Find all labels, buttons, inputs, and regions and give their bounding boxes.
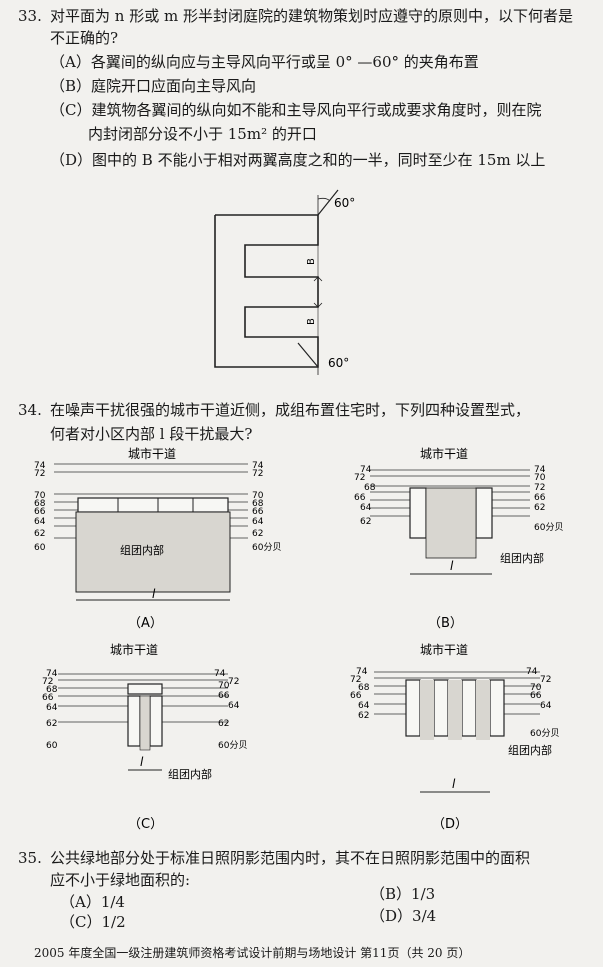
q34-stem-line1: 在噪声干扰很强的城市干道近侧，成组布置住宅时，下列四种设置型式， [50,401,531,419]
q35-stem-line1: 公共绿地部分处于标准日照阴影范围内时，其不在日照阴影范围中的面积 [50,849,531,867]
db-label-a: 60分贝 [252,542,281,553]
inside-label-d: 组团内部 [508,743,552,757]
q33-angle-top: 60° [334,196,355,210]
l-label-a: l [152,587,156,601]
level-70-d-r: 70 [530,683,542,693]
road-label-c: 城市干道 [110,642,158,657]
q35-stem-line2: 应不小于绿地面积的: [50,871,191,889]
level-72-a: 72 [34,469,45,479]
q33-b-label-upper: B [306,258,317,265]
q33-number: 33. [18,7,42,25]
level-64-c-r: 64 [228,701,240,711]
q35-option-b: （B）1/3 [370,885,436,903]
inside-label-b: 组团内部 [500,551,544,565]
level-72-b: 72 [354,473,365,483]
caption-b: （B） [428,616,463,631]
q33-stem-line2: 不正确的? [50,29,119,47]
level-66-c-r: 66 [218,691,230,701]
level-66-a: 66 [34,507,46,517]
q33-option-c-line1: （C）建筑物各翼间的纵向如不能和主导风向平行或成要求角度时，则在院 [50,101,542,119]
road-label-d: 城市干道 [420,642,468,657]
level-74-a: 74 [34,461,46,471]
level-70-c-r: 70 [218,681,230,691]
inside-label-c: 组团内部 [168,767,212,781]
db-label-c: 60分贝 [218,740,247,751]
level-62-c: 62 [46,719,57,729]
level-62-b: 62 [360,517,371,527]
q34-diagram-b: 城市干道 l 组团内部 74 72 68 66 64 62 74 70 72 6… [354,446,563,631]
level-72-c-r: 72 [228,677,239,687]
level-62-a-r: 62 [252,529,263,539]
q33-angle-bottom: 60° [328,356,349,370]
q34-diagram-d: 城市干道 l 组团内部 74 72 68 66 64 62 74 72 70 6… [350,642,559,832]
level-72-c: 72 [42,677,53,687]
level-68-d: 68 [358,683,370,693]
level-66-a-r: 66 [252,507,264,517]
level-66-b: 66 [354,493,366,503]
q34-diagram-a: 城市干道 组团内部 l 74 72 70 68 66 64 62 60 74 7… [34,446,281,631]
level-60-c: 60 [46,741,58,751]
road-label-a: 城市干道 [128,446,176,461]
level-74-c-r: 74 [214,669,226,679]
level-66-d-r: 66 [530,691,542,701]
level-74-a-r: 74 [252,461,264,471]
q33-building-diagram: 60° 60° B B [214,189,355,375]
level-60-a: 60 [34,543,46,553]
q34-stem-line2: 何者对小区内部 l 段干扰最大? [50,425,253,443]
level-62-c-r: 62 [218,719,229,729]
level-62-b-r: 62 [534,503,545,513]
db-label-d: 60分贝 [530,728,559,739]
level-74-b-r: 74 [534,465,546,475]
page-footer: 2005 年度全国一级注册建筑师资格考试设计前期与场地设计 第11页（共 20 … [34,946,471,960]
level-64-a-r: 64 [252,517,264,527]
level-64-d: 64 [358,701,370,711]
q34-diagram-c: 城市干道 l 组团内部 74 72 68 66 64 62 60 74 72 7… [42,642,247,832]
level-64-a: 64 [34,517,46,527]
level-74-d: 74 [356,667,368,677]
q33-option-c-line2: 内封闭部分设不小于 15m² 的开口 [88,125,317,143]
level-66-d: 66 [350,691,362,701]
q33-option-b: （B）庭院开口应面向主导风向 [50,77,257,95]
level-74-c: 74 [46,669,58,679]
q33-b-label-lower: B [306,318,317,325]
q35-option-d: （D）3/4 [370,907,437,925]
level-70-b-r: 70 [534,473,546,483]
level-64-d-r: 64 [540,701,552,711]
level-70-a-r: 70 [252,491,264,501]
caption-a: （A） [128,616,163,631]
caption-c: （C） [128,817,163,832]
q33-stem-line1: 对平面为 n 形或 m 形半封闭庭院的建筑物策划时应遵守的原则中，以下何者是 [50,7,573,25]
level-62-d: 62 [358,711,369,721]
level-66-b-r: 66 [534,493,546,503]
l-label-c: l [140,755,144,769]
level-68-a: 68 [34,499,46,509]
q35-option-c: （C）1/2 [60,913,126,931]
q33-option-d: （D）图中的 B 不能小于相对两翼高度之和的一半，同时至少在 15m 以上 [50,151,546,169]
level-72-d: 72 [350,675,361,685]
level-64-c: 64 [46,703,58,713]
inside-label-a: 组团内部 [120,543,164,557]
q35-number: 35. [18,849,42,867]
level-74-d-r: 74 [526,667,538,677]
caption-d: （D） [432,817,468,832]
level-68-c: 68 [46,685,58,695]
db-label-b: 60分贝 [534,522,563,533]
q35-option-a: （A）1/4 [60,893,125,911]
level-68-b: 68 [364,483,376,493]
l-label-b: l [450,559,454,573]
level-62-a: 62 [34,529,45,539]
road-label-b: 城市干道 [420,446,468,461]
level-70-a: 70 [34,491,46,501]
level-64-b: 64 [360,503,372,513]
level-68-a-r: 68 [252,499,264,509]
level-74-b: 74 [360,465,372,475]
q33-option-a: （A）各翼间的纵向应与主导风向平行或呈 0° —60° 的夹角布置 [50,53,479,71]
l-label-d: l [452,777,456,791]
level-72-b-r: 72 [534,483,545,493]
level-72-a-r: 72 [252,469,263,479]
q34-number: 34. [18,401,42,419]
level-72-d-r: 72 [540,675,551,685]
level-66-c: 66 [42,693,54,703]
